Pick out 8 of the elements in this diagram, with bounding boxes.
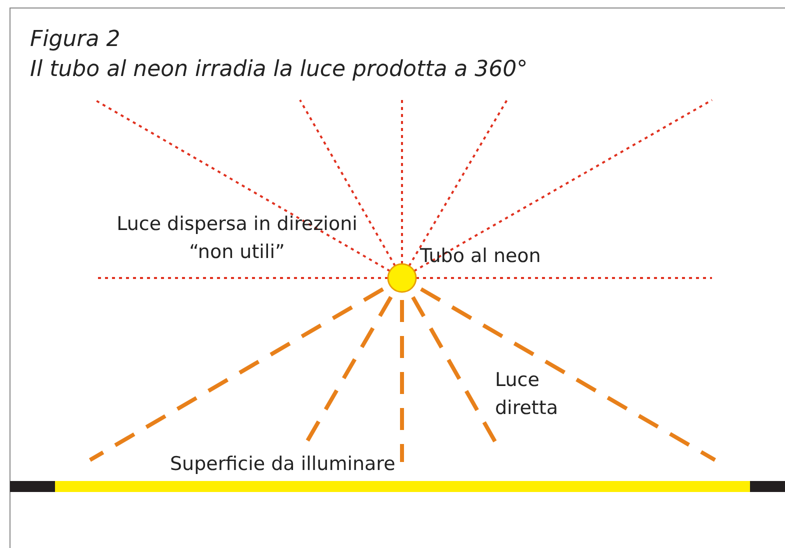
- surface-label: Superficie da illuminare: [170, 452, 396, 476]
- neon-tube: [387, 263, 417, 293]
- figure-subtitle: Il tubo al neon irradia la luce prodotta a 360°: [30, 58, 528, 82]
- scattered-light-label: Luce dispersa in direzioni “non utili”: [116, 212, 358, 265]
- neon-tube-label: Tubo al neon: [420, 244, 541, 268]
- direct-light-label: Luce diretta: [495, 368, 559, 421]
- surface-bar: [10, 481, 785, 492]
- figure-title: Figura 2: [30, 28, 120, 52]
